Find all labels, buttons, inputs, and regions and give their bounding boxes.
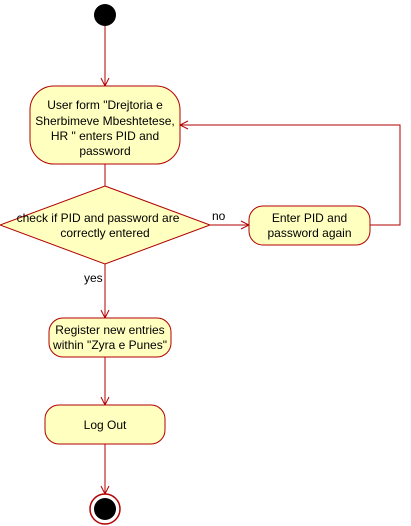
action-log-out: Log Out <box>44 404 166 445</box>
final-node <box>89 493 121 525</box>
user-form-line-3: HR " enters PID and <box>51 129 159 143</box>
user-form-line-1: User form "Drejtoria e <box>47 98 163 112</box>
register-line-2: within "Zyra e Punes" <box>52 338 167 352</box>
enter-again-line-1: Enter PID and <box>272 211 347 225</box>
guard-yes-label: yes <box>84 271 103 285</box>
guard-no-label: no <box>212 209 226 223</box>
decision-line-2: correctly entered <box>60 226 149 240</box>
register-line-1: Register new entries <box>55 323 164 337</box>
logout-label: Log Out <box>84 418 127 432</box>
enter-again-line-2: password again <box>267 226 351 240</box>
edge-enter-again-to-user-form <box>180 125 401 226</box>
decision-line-1: check if PID and password are <box>17 211 180 225</box>
action-user-form: User form "Drejtoria e Sherbimeve Mbesht… <box>29 85 181 165</box>
action-enter-again: Enter PID and password again <box>248 205 371 246</box>
user-form-line-2: Sherbimeve Mbeshtetese, <box>35 114 174 128</box>
decision-pid-check: check if PID and password are correctly … <box>0 185 212 265</box>
user-form-line-4: password <box>79 144 130 158</box>
start-node <box>94 4 116 26</box>
action-register-entries: Register new entries within "Zyra e Pune… <box>48 317 172 358</box>
